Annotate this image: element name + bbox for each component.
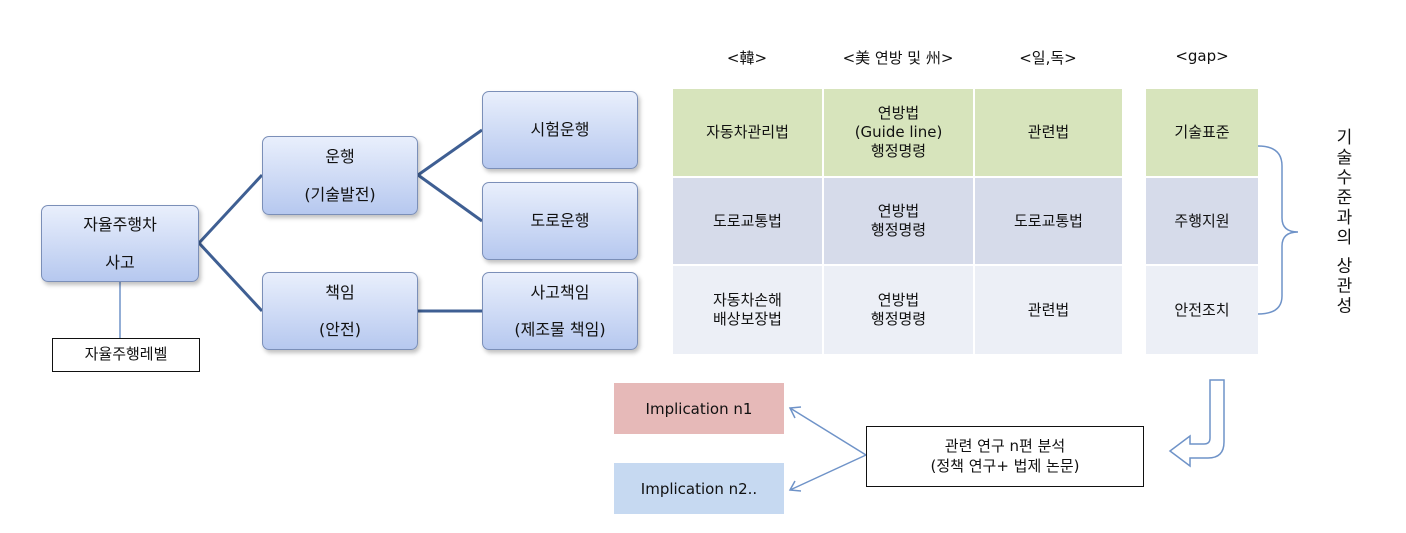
- header-korea: <韓>: [726, 49, 768, 67]
- arrowhead-impl2: [788, 480, 802, 492]
- cell-r2-us: 연방법 행정명령: [824, 178, 973, 264]
- implication-n2-box: Implication n2..: [614, 463, 784, 514]
- correlation-brace: [1257, 145, 1299, 315]
- edge-operation-test: [417, 128, 483, 177]
- cell-r1-jpde-text: 관련법: [1027, 123, 1070, 142]
- autonomous-level-box: 자율주행레벨: [52, 338, 200, 372]
- correlation-label: 기술수준과의 상관성: [1332, 128, 1352, 317]
- liability-node: 책임 (안전): [262, 272, 418, 350]
- analysis-line2: (정책 연구+ 법제 논문): [930, 456, 1080, 475]
- accident-liability-line1: 사고책임: [530, 282, 590, 302]
- road-drive-label: 도로운행: [530, 211, 590, 231]
- cell-r2-gap-text: 주행지원: [1174, 211, 1230, 230]
- cell-r3-jpde: 관련법: [975, 266, 1122, 354]
- operation-node: 운행 (기술발전): [262, 136, 418, 215]
- implication-n2-label: Implication n2..: [640, 479, 758, 498]
- cell-r1-us-text3: 행정명령: [870, 141, 927, 160]
- down-curved-arrow: [1168, 379, 1225, 468]
- cell-r3-gap-text: 안전조치: [1174, 300, 1230, 319]
- road-drive-node: 도로운행: [482, 182, 638, 260]
- cell-r3-kr: 자동차손해 배상보장법: [673, 266, 822, 354]
- cell-r1-gap-text: 기술표준: [1174, 123, 1230, 142]
- root-line2: 사고: [105, 252, 135, 272]
- edge-root-liability: [197, 241, 264, 313]
- cell-r2-jpde: 도로교통법: [975, 178, 1122, 264]
- arrow-to-impl1: [789, 407, 867, 456]
- header-japan-germany: <일,독>: [1019, 49, 1077, 67]
- autonomous-level-label: 자율주행레벨: [84, 345, 168, 364]
- analysis-line1: 관련 연구 n편 분석: [944, 437, 1066, 455]
- operation-line2: (기술발전): [304, 184, 376, 204]
- arrowhead-impl1: [788, 406, 802, 419]
- liability-line2: (안전): [319, 320, 361, 339]
- arrow-to-impl2: [789, 454, 867, 491]
- accident-liability-line2: (제조물 책임): [514, 320, 606, 339]
- implication-n1-box: Implication n1: [614, 383, 784, 434]
- cell-r2-us-text1: 연방법: [877, 202, 920, 221]
- cell-r3-us-text2: 행정명령: [870, 310, 927, 328]
- test-drive-label: 시험운행: [530, 120, 590, 140]
- cell-r1-gap: 기술표준: [1146, 89, 1258, 176]
- cell-r3-jpde-text: 관련법: [1027, 300, 1070, 319]
- cell-r2-kr-text: 도로교통법: [712, 211, 782, 230]
- cell-r3-kr-text2: 배상보장법: [712, 310, 782, 328]
- analysis-box: 관련 연구 n편 분석 (정책 연구+ 법제 논문): [866, 426, 1144, 487]
- cell-r1-kr: 자동차관리법: [673, 89, 822, 176]
- cell-r3-gap: 안전조치: [1146, 266, 1258, 354]
- edge-root-operation: [197, 173, 264, 245]
- liability-line1: 책임: [325, 282, 355, 302]
- cell-r3-kr-text1: 자동차손해: [712, 291, 782, 310]
- cell-r2-gap: 주행지원: [1146, 178, 1258, 264]
- header-usa: <美 연방 및 州>: [842, 49, 954, 67]
- cell-r3-us-text1: 연방법: [877, 291, 920, 310]
- operation-line1: 운행: [325, 147, 355, 167]
- cell-r1-us: 연방법 (Guide line) 행정명령: [824, 89, 973, 176]
- cell-r1-us-text1: 연방법: [877, 104, 920, 123]
- cell-r2-us-text2: 행정명령: [870, 221, 927, 239]
- accident-liability-node: 사고책임 (제조물 책임): [482, 272, 638, 350]
- cell-r1-kr-text: 자동차관리법: [706, 123, 789, 142]
- test-drive-node: 시험운행: [482, 91, 638, 169]
- cell-r3-us: 연방법 행정명령: [824, 266, 973, 354]
- cell-r1-us-text2: (Guide line): [854, 123, 943, 142]
- edge-operation-road: [417, 173, 483, 223]
- implication-n1-label: Implication n1: [645, 399, 753, 418]
- cell-r1-jpde: 관련법: [975, 89, 1122, 176]
- root-line1: 자율주행차: [83, 215, 157, 235]
- cell-r2-kr: 도로교통법: [673, 178, 822, 264]
- root-node-autonomous-accident: 자율주행차 사고: [41, 205, 199, 282]
- cell-r2-jpde-text: 도로교통법: [1013, 211, 1083, 230]
- header-gap: <gap>: [1175, 47, 1229, 65]
